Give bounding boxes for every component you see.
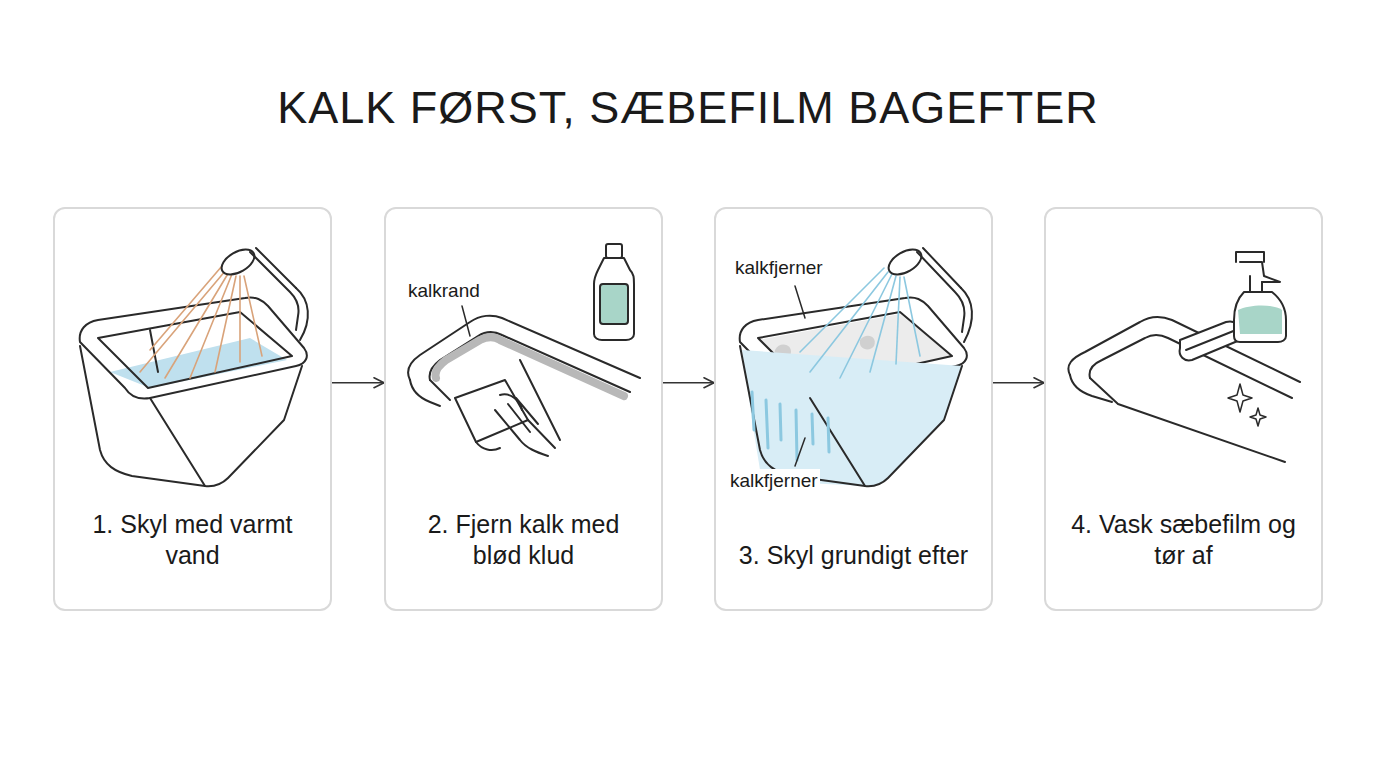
bathtub-remover [740, 244, 972, 486]
step-arrow [332, 382, 384, 384]
step-caption: 3. Skyl grundigt efter [739, 540, 968, 571]
step-panel: 4. Vask sæbefilm og tør af [1044, 207, 1323, 611]
callout-label: kalkfjerner [733, 256, 825, 279]
step-caption: 4. Vask sæbefilm og tør af [1060, 509, 1307, 571]
callout-label: kalkfjerner [728, 469, 820, 492]
step-arrow [993, 382, 1044, 384]
step-caption: 1. Skyl med varmt vand [69, 509, 316, 571]
step-panel: 2. Fjern kalk med blød klud [384, 207, 663, 611]
step-panel: 1. Skyl med varmt vand [53, 207, 332, 611]
step-caption: 2. Fjern kalk med blød klud [400, 509, 647, 571]
clean-tub [1068, 252, 1300, 462]
title: KALK FØRST, SÆBEFILM BAGEFTER [0, 82, 1376, 134]
callout-label: kalkrand [406, 279, 482, 302]
step-arrow [663, 382, 714, 384]
bathtub-rinse [80, 244, 308, 486]
limescale-wipe [408, 244, 640, 456]
